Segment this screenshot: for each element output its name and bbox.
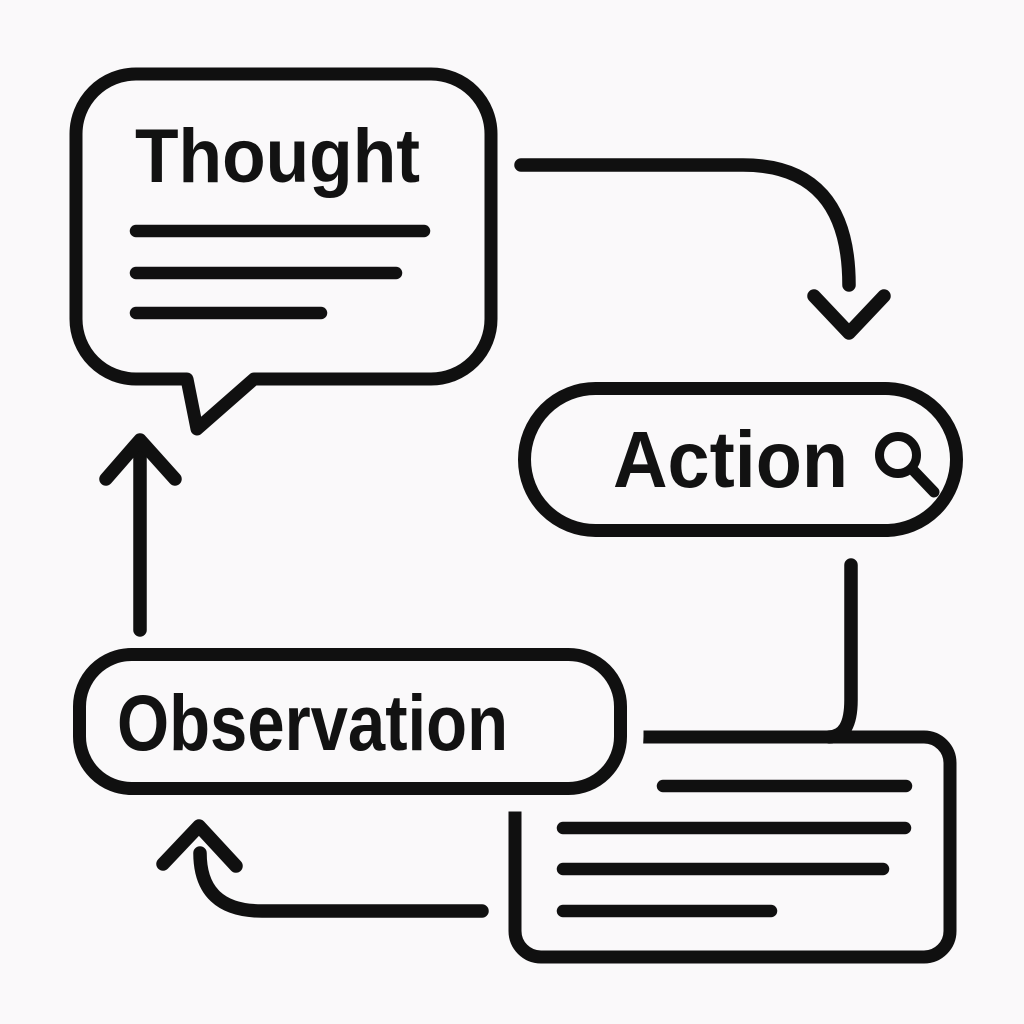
arrow-head: [807, 289, 891, 340]
search-icon-lens: [875, 432, 921, 478]
search-icon-handle: [907, 464, 940, 498]
arrow-head: [156, 819, 243, 873]
search-icon: [875, 432, 940, 498]
arrow-result-to-observation: [156, 819, 489, 918]
arrow-head: [99, 433, 182, 486]
arrow-observation-to-thought: [99, 433, 182, 637]
arrow-shaft: [514, 158, 856, 292]
result-card: [508, 730, 957, 964]
observation-pill: Observation: [56, 631, 644, 812]
observation-pill-frame: [73, 648, 627, 795]
connector-line: [822, 558, 858, 744]
thought-bubble: Thought: [69, 67, 498, 436]
connector-action-to-result: [822, 558, 858, 744]
action-label: Action: [613, 415, 848, 504]
observation-label: Observation: [117, 678, 508, 767]
action-pill-frame: [518, 382, 963, 537]
action-pill: Action: [518, 382, 963, 537]
thought-label: Thought: [135, 114, 420, 199]
thought-bubble-frame: [69, 67, 498, 436]
arrow-thought-to-action: [514, 158, 891, 340]
arrow-shaft: [193, 846, 489, 918]
